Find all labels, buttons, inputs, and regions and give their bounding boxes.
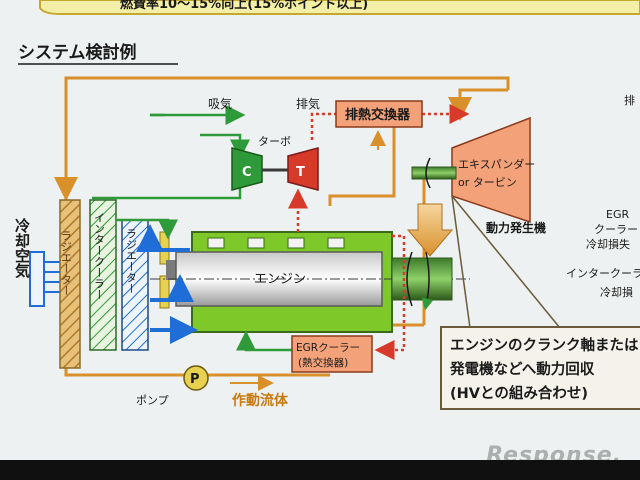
intake-to-intercooler xyxy=(92,185,242,200)
intake-label: 吸気 xyxy=(208,96,232,111)
fan-blade-bottom xyxy=(159,275,170,309)
output-rotation-arc xyxy=(406,251,413,307)
turbo-turbine-label: T xyxy=(296,165,305,180)
exhaust-heat-exchanger xyxy=(335,100,423,128)
section-title: システム検討例 xyxy=(18,42,137,63)
power-recovery-callout: エンジンのクランク軸または 発電機などへ動力回収 (HVとの組み合わせ) xyxy=(440,326,640,410)
header-band xyxy=(39,0,640,15)
engine-port-3 xyxy=(287,237,305,249)
callout-line-1: エンジンのクランク軸または xyxy=(450,338,639,354)
egr-return-arrow xyxy=(236,330,292,352)
engine-port-1 xyxy=(207,237,225,249)
bottom-bar xyxy=(0,460,640,480)
working-fluid-pipe-hx xyxy=(328,122,396,206)
callout-leader-2 xyxy=(451,195,561,329)
exhaust-egr-path xyxy=(374,234,406,360)
exhaust-to-hx xyxy=(310,112,336,140)
output-shaft xyxy=(391,257,453,301)
power-transfer-arrow xyxy=(406,203,454,257)
coolant-arrow-bottom xyxy=(150,274,194,302)
turbo-compressor xyxy=(231,147,263,191)
expander xyxy=(451,116,531,224)
pump-label: ポンプ xyxy=(136,394,169,407)
radiator-left-label: ラジエーター xyxy=(60,230,73,296)
cooling-air-inlet xyxy=(29,251,45,307)
right-label-egr: EGR xyxy=(606,208,629,221)
egr-cooler-label-1: EGRクーラー xyxy=(296,342,360,354)
working-fluid-label: 作動流体 xyxy=(232,392,289,409)
engine-block: エンジン xyxy=(150,231,470,333)
egr-cooler-label-2: (熱交換器) xyxy=(298,356,348,369)
right-label-intercooler: インタークーラ xyxy=(566,267,640,280)
turbo-compressor-label: C xyxy=(242,165,252,180)
right-label-cooling-loss: 冷却損失 xyxy=(586,237,630,251)
callout-line-2: 発電機などへ動力回収 xyxy=(450,362,595,378)
cooling-air-label: 冷却空気 xyxy=(13,217,31,279)
intake-arrow-into-c xyxy=(200,133,250,160)
expander-label-1: エキスパンダー xyxy=(458,157,535,171)
exhaust-path xyxy=(288,104,470,360)
header-title: 燃費率10〜15%向上(15%ポイント以上) xyxy=(120,0,368,12)
turbo-turbine xyxy=(287,147,319,191)
turbo-label: ターボ xyxy=(258,135,291,148)
working-fluid-pipe-exp xyxy=(448,88,508,121)
intercooler xyxy=(89,199,117,351)
exhaust-hx-label: 排熱交換器 xyxy=(345,107,411,123)
callout-line-3: (HVとの組み合わせ) xyxy=(450,386,588,402)
pump-symbol: P xyxy=(190,372,200,387)
expander-label-2: or タービン xyxy=(458,176,517,189)
engine-port-4 xyxy=(327,237,345,249)
cooling-air-arrows xyxy=(29,251,60,307)
expander-shaft xyxy=(411,166,457,180)
coolant-arrow-top xyxy=(136,224,190,252)
working-fluid-loop xyxy=(54,76,510,391)
egr-cooler xyxy=(291,335,373,373)
callout-leader-1 xyxy=(451,195,471,329)
coolant-flow xyxy=(136,224,198,344)
intercooler-label: インタークーラー xyxy=(93,212,106,300)
intake-to-engine xyxy=(116,218,178,240)
output-rotation-arrow xyxy=(421,251,434,311)
engine-label: エンジン xyxy=(254,272,306,287)
turbocharger: C T xyxy=(231,147,319,191)
exhaust-label: 排気 xyxy=(296,96,320,111)
expander-rotation-arc xyxy=(425,157,431,189)
pump-icon xyxy=(183,365,209,391)
engine-port-2 xyxy=(247,237,265,249)
radiator-label: ラジエーター xyxy=(125,228,138,294)
right-label-egr-cooler: クーラー xyxy=(594,223,638,236)
working-fluid-condenser xyxy=(59,199,81,369)
power-generator-label: 動力発生機 xyxy=(486,220,546,235)
right-label-cooling-loss-2: 冷却損 xyxy=(600,285,633,299)
right-label-exhaust: 排 xyxy=(624,93,635,107)
